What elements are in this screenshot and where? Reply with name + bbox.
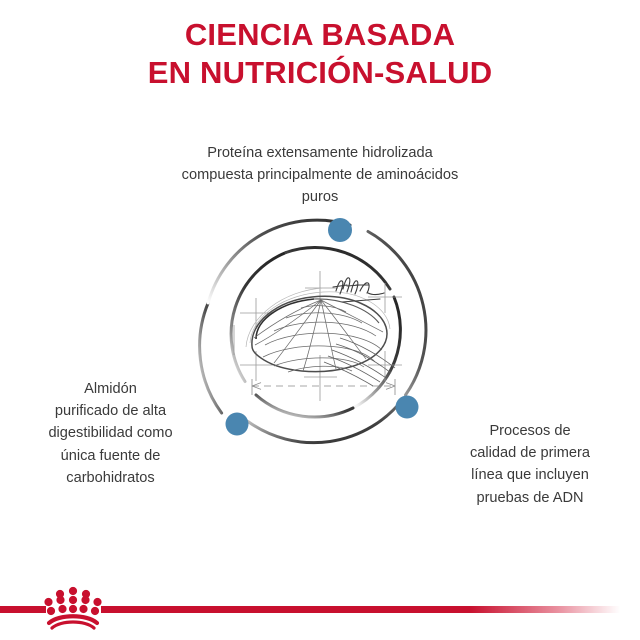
kibble-technical-sketch	[190, 205, 450, 465]
blue-dot-top	[328, 218, 352, 242]
footer	[0, 560, 640, 640]
kibble-outline	[251, 295, 388, 373]
outer-ring	[198, 218, 428, 445]
callout-starch-line-4: única fuente de	[60, 447, 161, 464]
callout-quality: Procesos de calidad de primera línea que…	[428, 420, 632, 509]
page-title: CIENCIA BASADA EN NUTRICIÓN-SALUD	[0, 16, 640, 92]
callout-protein-line-2: compuesta principalmente de aminoácidos	[181, 167, 459, 184]
blue-dot-bottom-right	[395, 395, 419, 419]
callout-protein-line-1: Proteína extensamente hidrolizada	[207, 145, 433, 161]
callout-starch: Almidón purificado de alta digestibilida…	[8, 378, 213, 489]
inner-ring	[229, 245, 402, 419]
callout-starch-line-5: carbohidratos	[66, 469, 155, 486]
kibble-sweep-lines	[323, 337, 396, 387]
callout-quality-line-1: Procesos de	[489, 423, 571, 439]
title-line-1: CIENCIA BASADA	[184, 17, 456, 52]
footer-rule-left	[0, 606, 46, 613]
title-line-2: EN NUTRICIÓN-SALUD	[147, 54, 493, 90]
callout-quality-line-3: línea que incluyen	[471, 467, 589, 484]
callout-starch-line-1: Almidón	[84, 381, 137, 397]
callout-quality-line-2: calidad de primera	[469, 445, 591, 462]
construction-arcs	[245, 287, 391, 348]
dimension-line	[251, 379, 396, 395]
handwritten-annotation	[332, 277, 385, 303]
callout-starch-line-3: digestibilidad como	[48, 425, 173, 442]
callout-protein: Proteína extensamente hidrolizada compue…	[120, 142, 520, 209]
royal-canin-crown-icon	[42, 585, 104, 630]
callout-protein-line-3: puros	[301, 189, 339, 206]
kibble-mesh-latitudes	[262, 305, 383, 373]
callout-starch-line-2: purificado de alta	[54, 403, 167, 420]
kibble-sketch-drawing	[233, 271, 402, 401]
footer-rule-right	[101, 606, 620, 613]
callout-quality-line-4: pruebas de ADN	[476, 489, 584, 506]
registration-marks	[233, 271, 402, 401]
blue-dot-bottom-left	[225, 412, 249, 436]
